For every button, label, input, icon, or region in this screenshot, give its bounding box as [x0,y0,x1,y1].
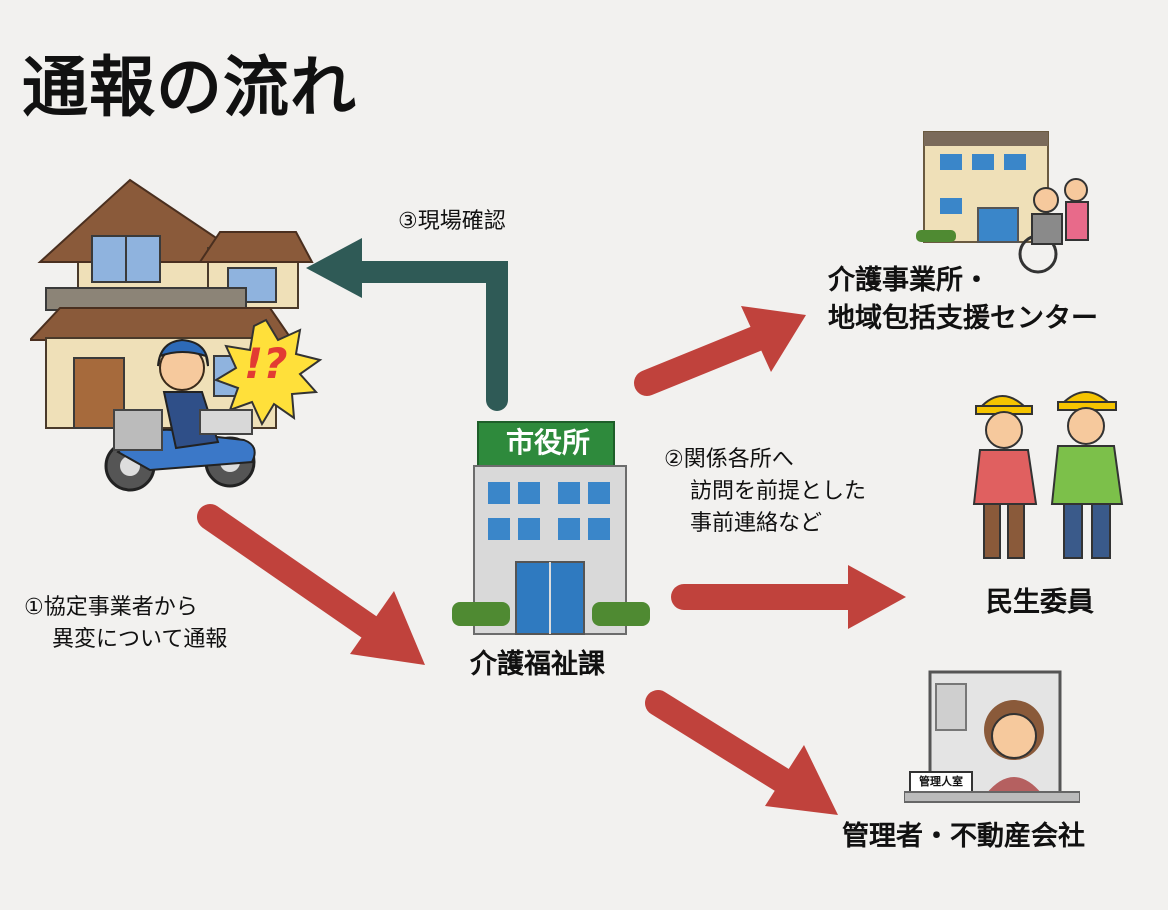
step2-label-line1: ②関係各所へ [664,447,794,472]
care-facility-icon [916,131,1089,274]
manager-room-sign: 管理人室 [919,775,963,788]
care-label-line2: 地域包括支援センター [828,303,1098,334]
city-hall-icon [452,421,650,635]
welfare-label: 民生委員 [986,587,1094,618]
city-hall-label: 介護福祉課 [470,649,605,680]
care-label-line1: 介護事業所・ [828,265,990,296]
step2-label-line2: 訪問を前提とした [690,479,867,504]
step2-label-line3: 事前連絡など [690,511,823,536]
arrow-to-welfare [671,565,906,629]
city-hall-sign: 市役所 [505,426,590,459]
house-with-delivery-icon [30,178,323,492]
step1-label-line2: 異変について通報 [52,627,228,652]
welfare-volunteers-icon [972,391,1124,559]
manager-label: 管理者・不動産会社 [842,821,1085,852]
step1-label-line1: ①協定事業者から [24,595,198,620]
page-title: 通報の流れ [22,49,357,126]
arrow-to-manager [645,690,838,815]
alert-mark: !? [244,339,288,388]
arrow-report [197,504,425,665]
arrow-site-check [306,238,508,411]
building-manager-icon [904,670,1080,803]
step3-label: ③現場確認 [398,209,506,234]
arrow-to-care [634,306,806,396]
